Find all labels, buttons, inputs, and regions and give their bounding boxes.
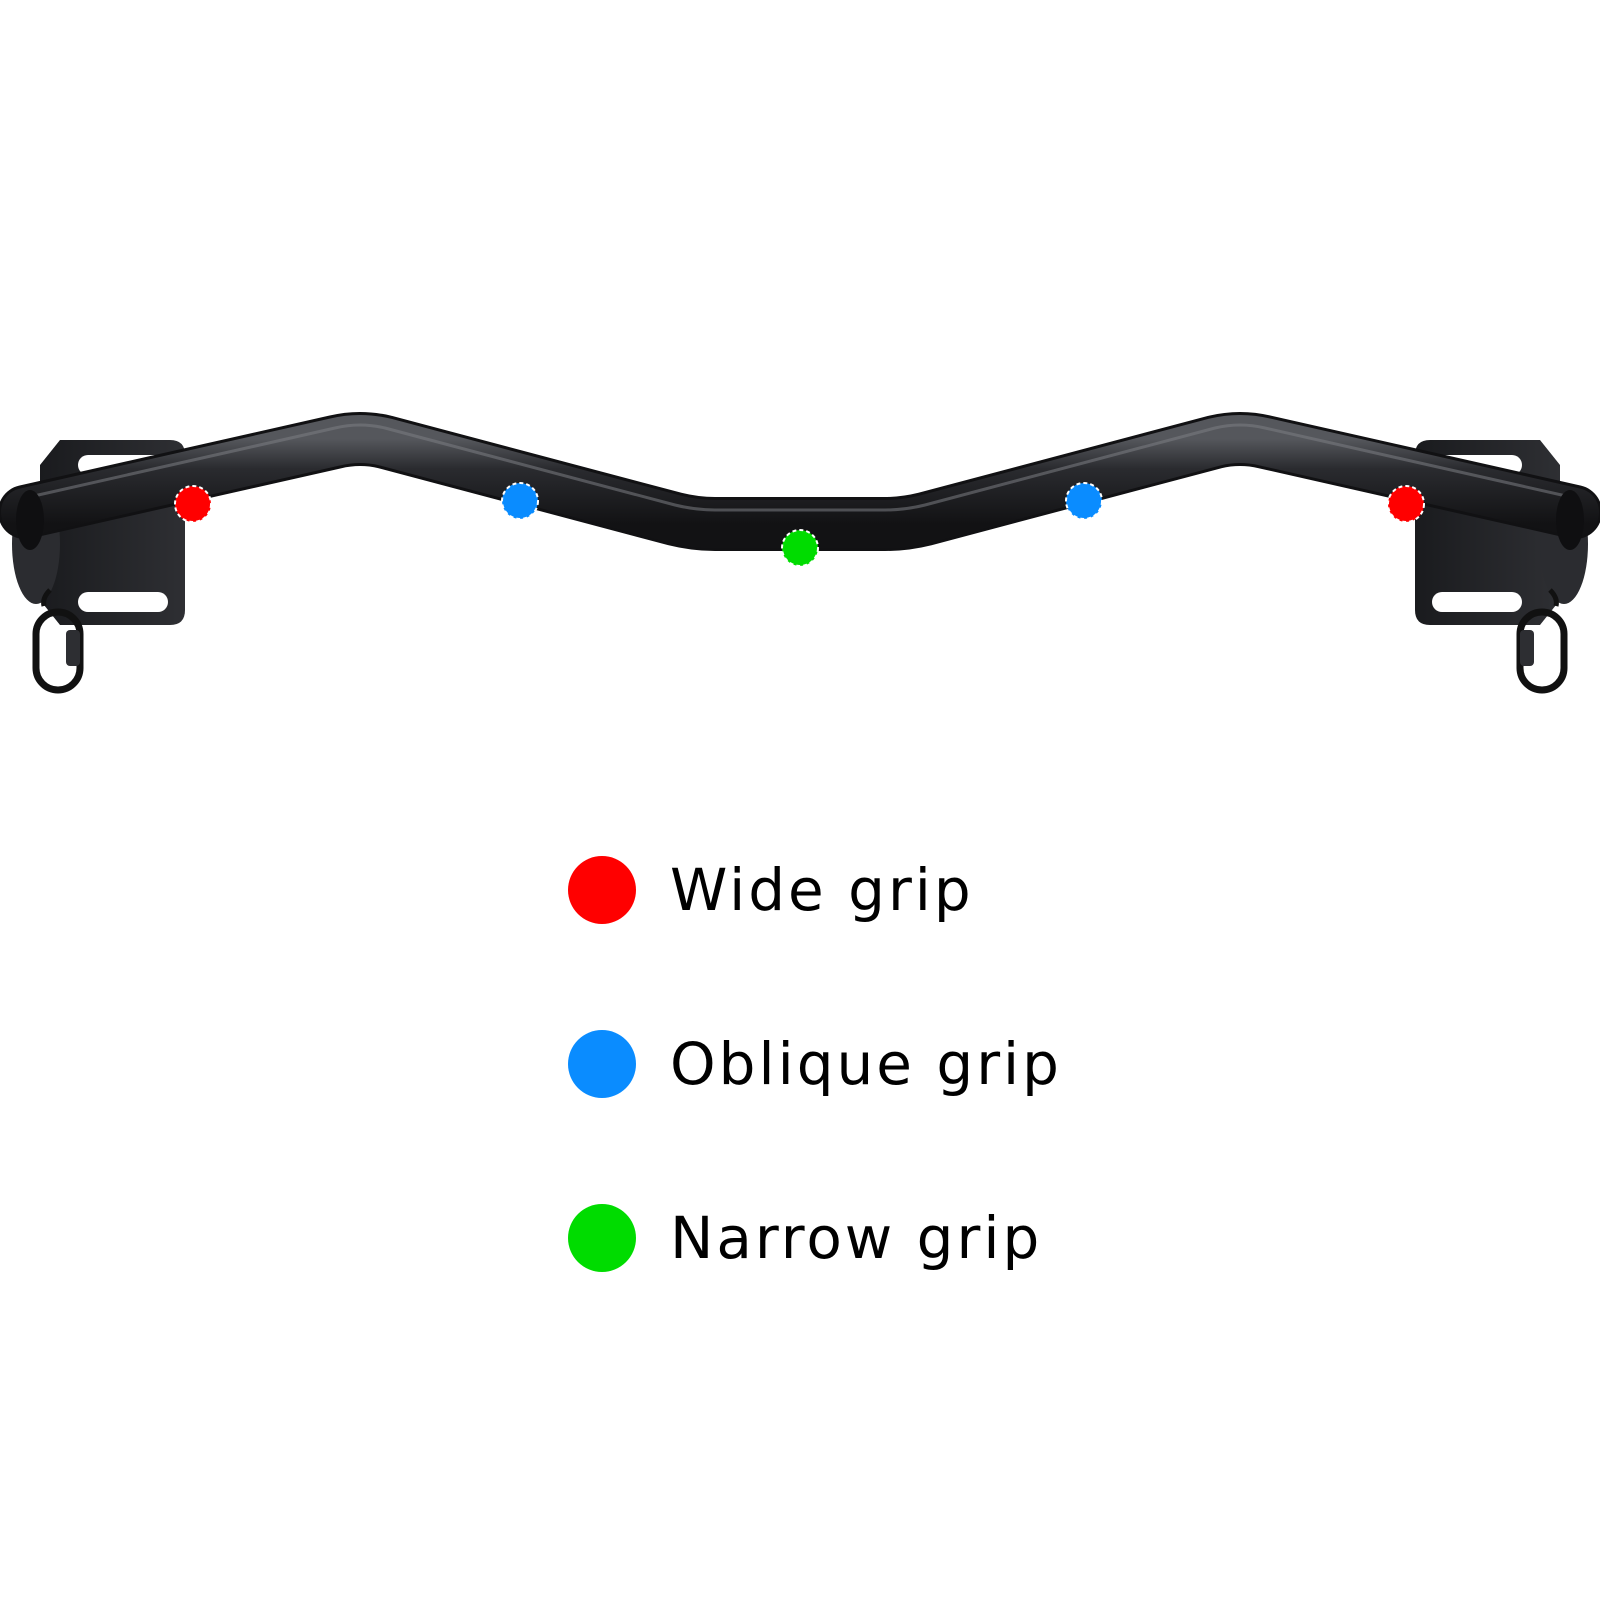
narrow-grip-dot xyxy=(568,1204,636,1272)
wide-grip-marker xyxy=(174,485,212,523)
legend-label-oblique: Oblique grip xyxy=(670,1030,1062,1098)
grip-legend: Wide grip Oblique grip Narrow grip xyxy=(568,855,1268,1273)
oblique-grip-dot xyxy=(568,1030,636,1098)
legend-label-wide: Wide grip xyxy=(670,856,974,924)
legend-item-wide: Wide grip xyxy=(568,855,1268,925)
grip-markers xyxy=(174,482,1425,567)
oblique-grip-marker xyxy=(1065,482,1103,520)
pull-up-bar-icon xyxy=(0,412,1600,551)
wide-grip-marker xyxy=(1387,485,1425,523)
legend-item-oblique: Oblique grip xyxy=(568,1029,1268,1099)
pull-up-bar-illustration xyxy=(0,412,1600,694)
wide-grip-dot xyxy=(568,856,636,924)
oblique-grip-marker xyxy=(501,482,539,520)
left-hook xyxy=(32,588,84,694)
legend-item-narrow: Narrow grip xyxy=(568,1203,1268,1273)
narrow-grip-marker xyxy=(781,529,819,567)
right-hook xyxy=(1516,588,1568,694)
legend-label-narrow: Narrow grip xyxy=(670,1204,1043,1272)
